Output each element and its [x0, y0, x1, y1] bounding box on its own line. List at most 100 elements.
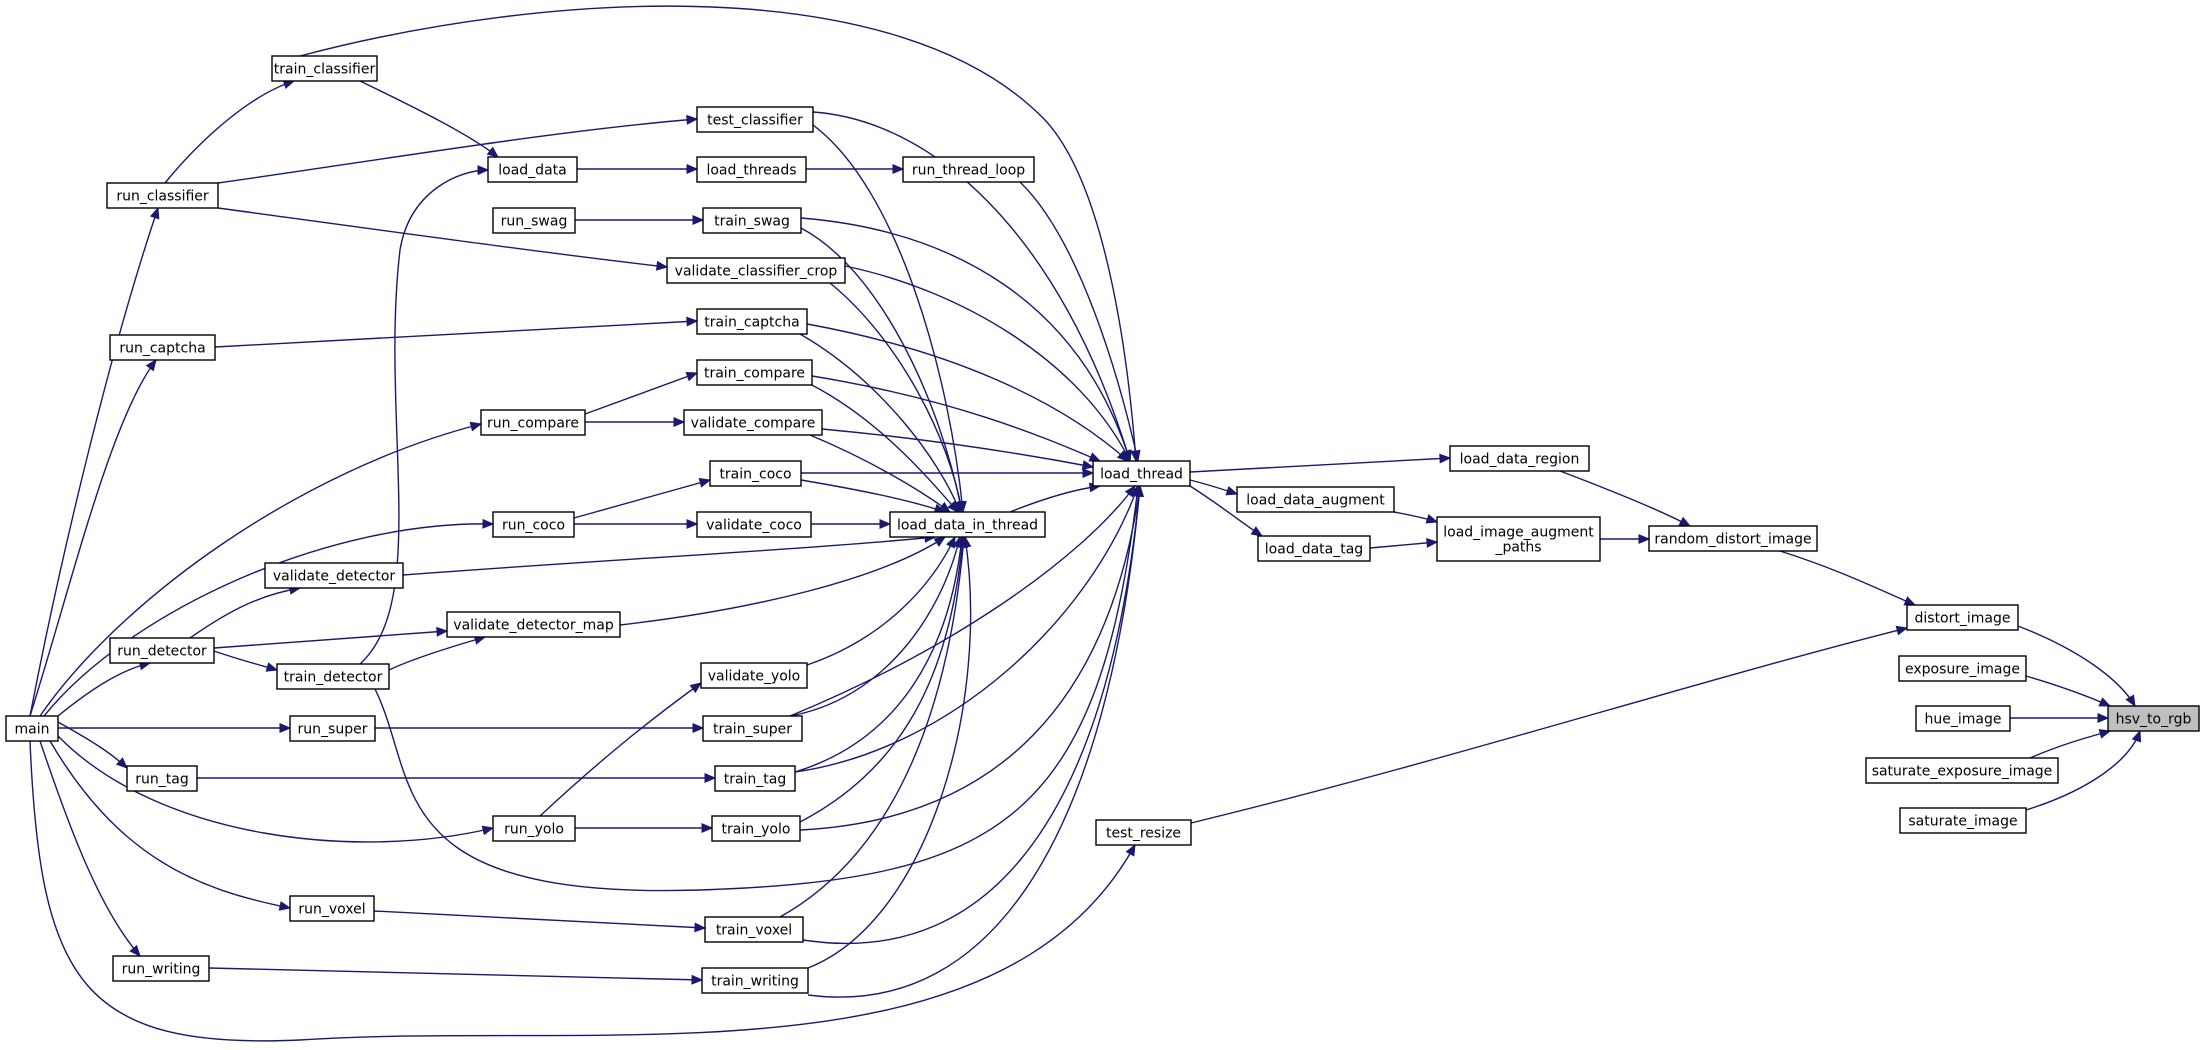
edge-line: [812, 111, 1131, 462]
arrowhead-icon: [482, 518, 495, 529]
edge-line: [789, 536, 961, 717]
node-run-thread-loop[interactable]: run_thread_loop: [902, 156, 1035, 183]
arrowhead-icon: [279, 723, 292, 733]
edge-line: [39, 423, 482, 717]
node-train-classifier[interactable]: train_classifier: [271, 55, 378, 82]
edge-line: [388, 636, 486, 671]
node-validate-classifier-crop[interactable]: validate_classifier_crop: [666, 257, 846, 284]
node-label: load_data_region: [1460, 452, 1580, 468]
arrowhead-icon: [947, 500, 959, 513]
node-exposure-image[interactable]: exposure_image: [1898, 655, 2027, 682]
node-train-super[interactable]: train_super: [702, 715, 803, 742]
node-train-detector[interactable]: train_detector: [276, 663, 390, 690]
node-load-data-tag[interactable]: load_data_tag: [1257, 535, 1371, 562]
node-box: [109, 637, 215, 664]
node-validate-yolo[interactable]: validate_yolo: [700, 662, 808, 689]
node-box: [702, 207, 802, 234]
edge-random_distort_image-to-distort_image: [1779, 550, 1917, 606]
node-load-image-augment-paths[interactable]: load_image_augment_paths: [1436, 516, 1601, 562]
node-hue-image[interactable]: hue_image: [1915, 705, 2011, 732]
node-train-yolo[interactable]: train_yolo: [711, 815, 801, 842]
node-test-classifier[interactable]: test_classifier: [696, 106, 814, 133]
node-train-captcha[interactable]: train_captcha: [696, 308, 808, 335]
graph-nodes: main train_classifier run_classifier test_c…: [5, 55, 2200, 994]
edge-run_coco-to-validate_coco: [574, 519, 699, 529]
node-validate-coco[interactable]: validate_coco: [696, 511, 812, 538]
node-run-super[interactable]: run_super: [289, 715, 376, 742]
edge-train_classifier-to-load_data: [359, 80, 500, 158]
node-run-compare[interactable]: run_compare: [480, 409, 586, 436]
node-run-swag[interactable]: run_swag: [492, 207, 576, 234]
node-label: run_detector: [117, 644, 207, 660]
edge-line: [807, 536, 972, 969]
node-run-detector[interactable]: run_detector: [109, 637, 215, 664]
node-box: [2107, 705, 2200, 732]
node-load-thread[interactable]: load_thread: [1092, 460, 1191, 487]
arrowhead-icon: [704, 773, 717, 783]
node-validate-detector-map[interactable]: validate_detector_map: [446, 611, 621, 638]
node-label: load_data_augment: [1246, 493, 1385, 509]
edge-line: [2025, 675, 2111, 707]
edge-line: [217, 207, 668, 268]
node-label: run_writing: [122, 962, 201, 978]
node-train-compare[interactable]: train_compare: [696, 359, 813, 386]
arrowhead-icon: [691, 974, 704, 985]
node-test-resize[interactable]: test_resize: [1095, 819, 1192, 846]
node-label: train_writing: [711, 974, 799, 990]
node-load-data-region[interactable]: load_data_region: [1449, 445, 1590, 472]
node-run-tag[interactable]: run_tag: [126, 765, 198, 792]
arrowhead-icon: [689, 682, 703, 694]
node-train-voxel[interactable]: train_voxel: [704, 916, 804, 943]
edge-train_compare-to-load_data_in_thread: [809, 383, 959, 513]
edge-load_thread-to-load_data_region: [1189, 453, 1452, 473]
edge-run_classifier-to-validate_classifier_crop: [217, 207, 669, 271]
node-train-writing[interactable]: train_writing: [701, 967, 809, 994]
node-run-yolo[interactable]: run_yolo: [492, 815, 576, 842]
node-run-voxel[interactable]: run_voxel: [289, 895, 375, 922]
node-label: load_data: [498, 163, 566, 179]
node-load-data-augment[interactable]: load_data_augment: [1236, 486, 1395, 513]
node-box: [289, 895, 375, 922]
node-run-captcha[interactable]: run_captcha: [109, 334, 216, 361]
edge-line: [57, 721, 128, 769]
edge-validate_detector_map-to-load_data_in_thread: [619, 536, 947, 626]
edge-line: [29, 740, 1136, 1042]
arrowhead-icon: [1088, 452, 1102, 462]
node-load-data[interactable]: load_data: [487, 156, 578, 183]
node-load-threads[interactable]: load_threads: [696, 156, 807, 183]
edge-line: [806, 323, 1129, 462]
arrowhead-icon: [149, 206, 160, 220]
node-validate-compare[interactable]: validate_compare: [683, 409, 823, 436]
node-run-writing[interactable]: run_writing: [112, 955, 210, 982]
node-load-data-in-thread[interactable]: load_data_in_thread: [889, 511, 1046, 538]
node-box: [696, 359, 813, 386]
node-train-coco[interactable]: train_coco: [709, 460, 802, 487]
node-run-classifier[interactable]: run_classifier: [106, 182, 219, 209]
node-saturate-exposure-image[interactable]: saturate_exposure_image: [1865, 757, 2059, 784]
edge-line: [539, 682, 702, 817]
edge-train_coco-to-load_data_in_thread: [800, 479, 947, 514]
edge-exposure_image-to-hsv_to_rgb: [2025, 675, 2112, 707]
arrowhead-icon: [129, 944, 141, 957]
edge-line: [789, 485, 1136, 717]
arrowhead-icon: [477, 165, 490, 176]
node-run-coco[interactable]: run_coco: [492, 511, 575, 538]
node-train-tag[interactable]: train_tag: [714, 765, 796, 792]
node-train-swag[interactable]: train_swag: [702, 207, 802, 234]
arrowhead-icon: [692, 215, 705, 225]
arrowhead-icon: [1130, 449, 1141, 463]
node-hsv-to-rgb[interactable]: hsv_to_rgb: [2107, 705, 2200, 732]
arrowhead-icon: [145, 358, 157, 372]
node-main[interactable]: main: [5, 715, 59, 742]
edge-train_coco-to-load_thread: [801, 468, 1095, 478]
node-saturate-image[interactable]: saturate_image: [1899, 807, 2027, 834]
node-random-distort-image[interactable]: random_distort_image: [1648, 525, 1818, 552]
node-label: run_coco: [502, 518, 565, 534]
edge-line: [208, 967, 703, 981]
node-validate-detector[interactable]: validate_detector: [264, 562, 404, 589]
edge-test_resize-to-distort_image: [1190, 625, 1909, 824]
node-box: [1257, 535, 1371, 562]
edge-run_compare-to-validate_compare: [585, 417, 686, 427]
node-distort-image[interactable]: distort_image: [1906, 604, 2019, 631]
edge-line: [2025, 730, 2141, 811]
